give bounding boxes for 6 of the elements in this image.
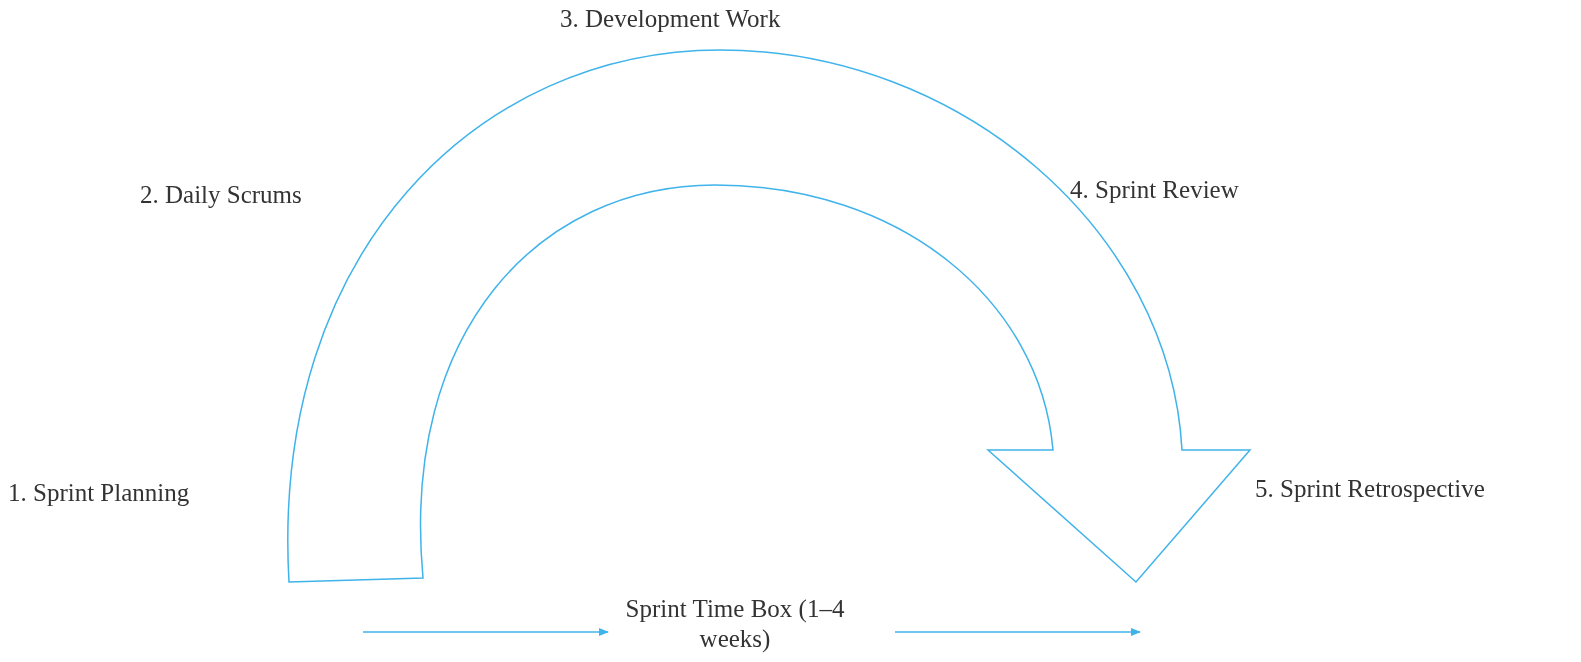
step-label: 4. Sprint Review <box>1070 175 1240 205</box>
duration-label: Sprint Time Box (1–4 weeks) <box>624 594 846 654</box>
step-label: 5. Sprint Retrospective <box>1255 474 1486 504</box>
step-label: 2. Daily Scrums <box>140 180 303 210</box>
step-label: 3. Development Work <box>560 4 782 34</box>
step-label: 1. Sprint Planning <box>8 478 191 508</box>
